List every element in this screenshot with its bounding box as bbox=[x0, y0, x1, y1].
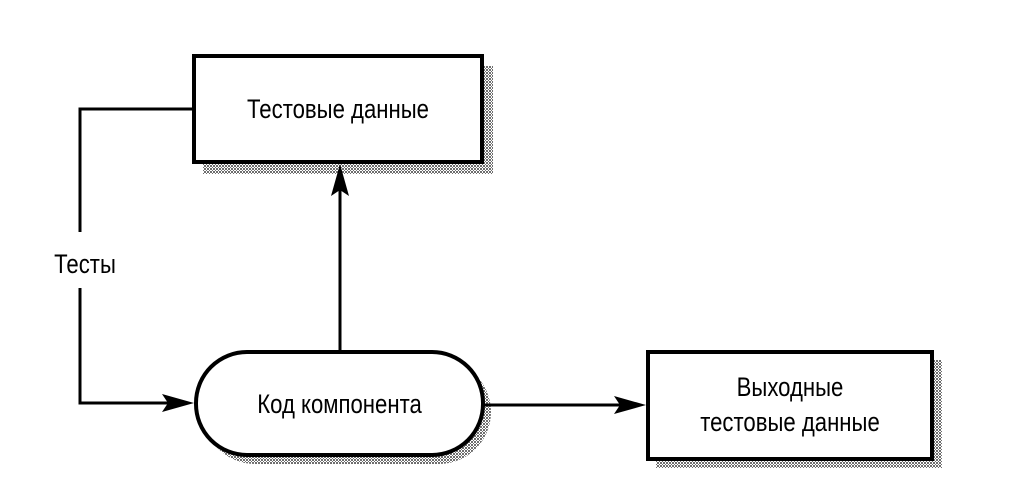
output-test-data-node bbox=[646, 350, 934, 461]
tests-arrowhead bbox=[162, 394, 194, 412]
component-code-label: Код компонента bbox=[257, 389, 422, 419]
output-arrowhead bbox=[614, 396, 646, 414]
tests-edge-upper bbox=[78, 107, 194, 232]
feedback-arrowhead bbox=[331, 164, 349, 196]
tests-edge-label: Тесты bbox=[54, 249, 116, 279]
tests-edge-lower bbox=[78, 288, 170, 405]
output-test-data-label-line1: Выходные bbox=[736, 372, 844, 402]
test-data-label: Тестовые данные bbox=[247, 94, 429, 124]
output-test-data-label-line2: тестовые данные bbox=[700, 407, 880, 437]
test-data-node bbox=[192, 54, 484, 164]
